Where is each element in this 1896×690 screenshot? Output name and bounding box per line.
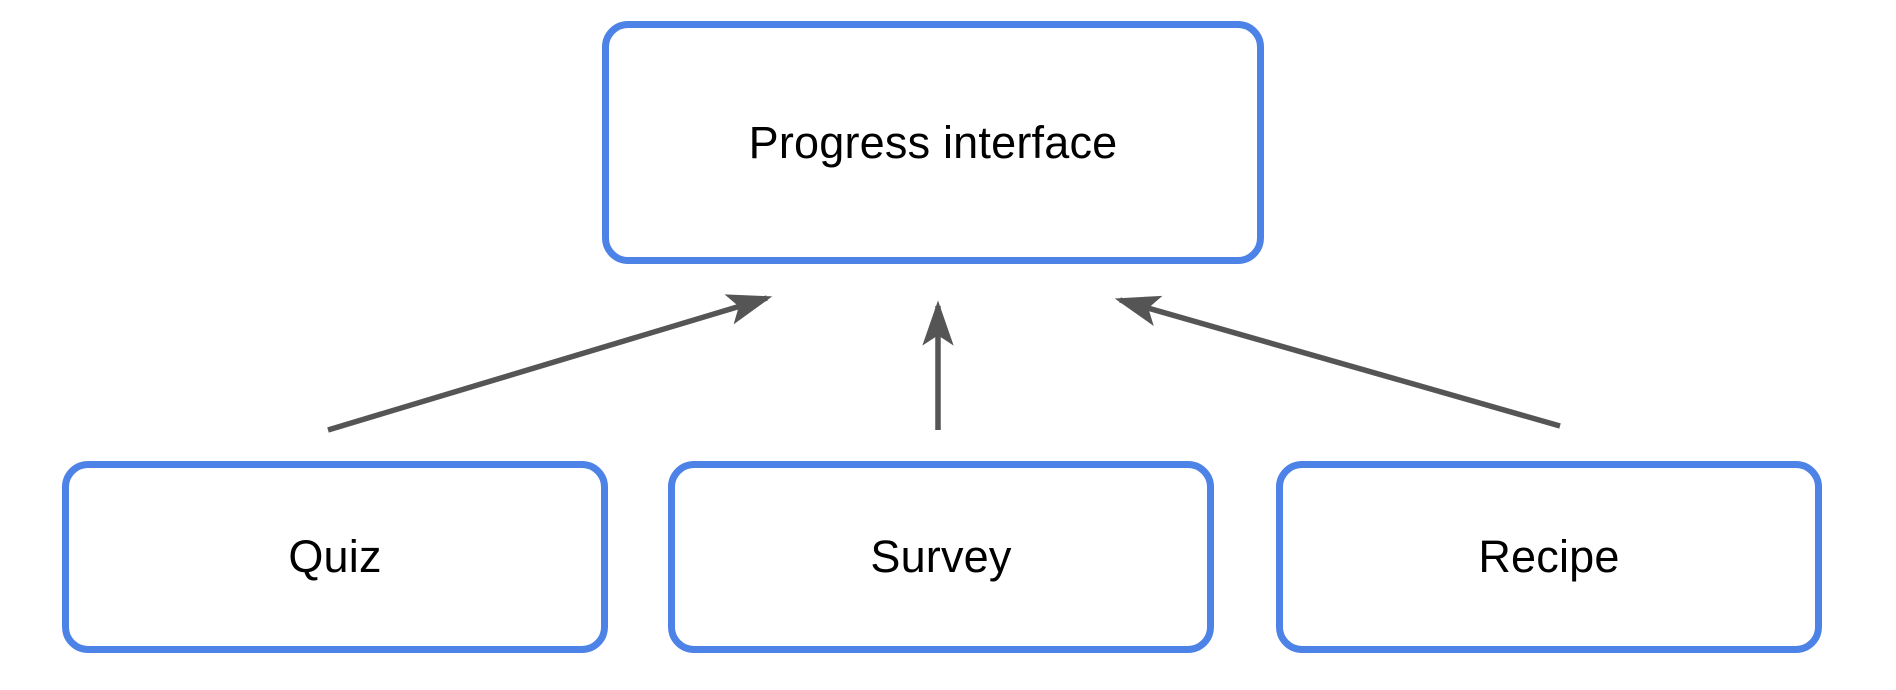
node-label-progress-interface: Progress interface [748,116,1118,168]
node-recipe[interactable]: Recipe [1276,461,1822,653]
node-label-survey: Survey [870,531,1012,582]
node-progress-interface[interactable]: Progress interface [602,21,1264,264]
node-survey[interactable]: Survey [668,461,1214,653]
connector-recipe-to-progress-interface [1114,295,1561,429]
connector-quiz-to-progress-interface [327,294,773,433]
node-label-recipe: Recipe [1478,531,1620,582]
node-quiz[interactable]: Quiz [62,461,608,653]
node-label-quiz: Quiz [288,531,382,582]
